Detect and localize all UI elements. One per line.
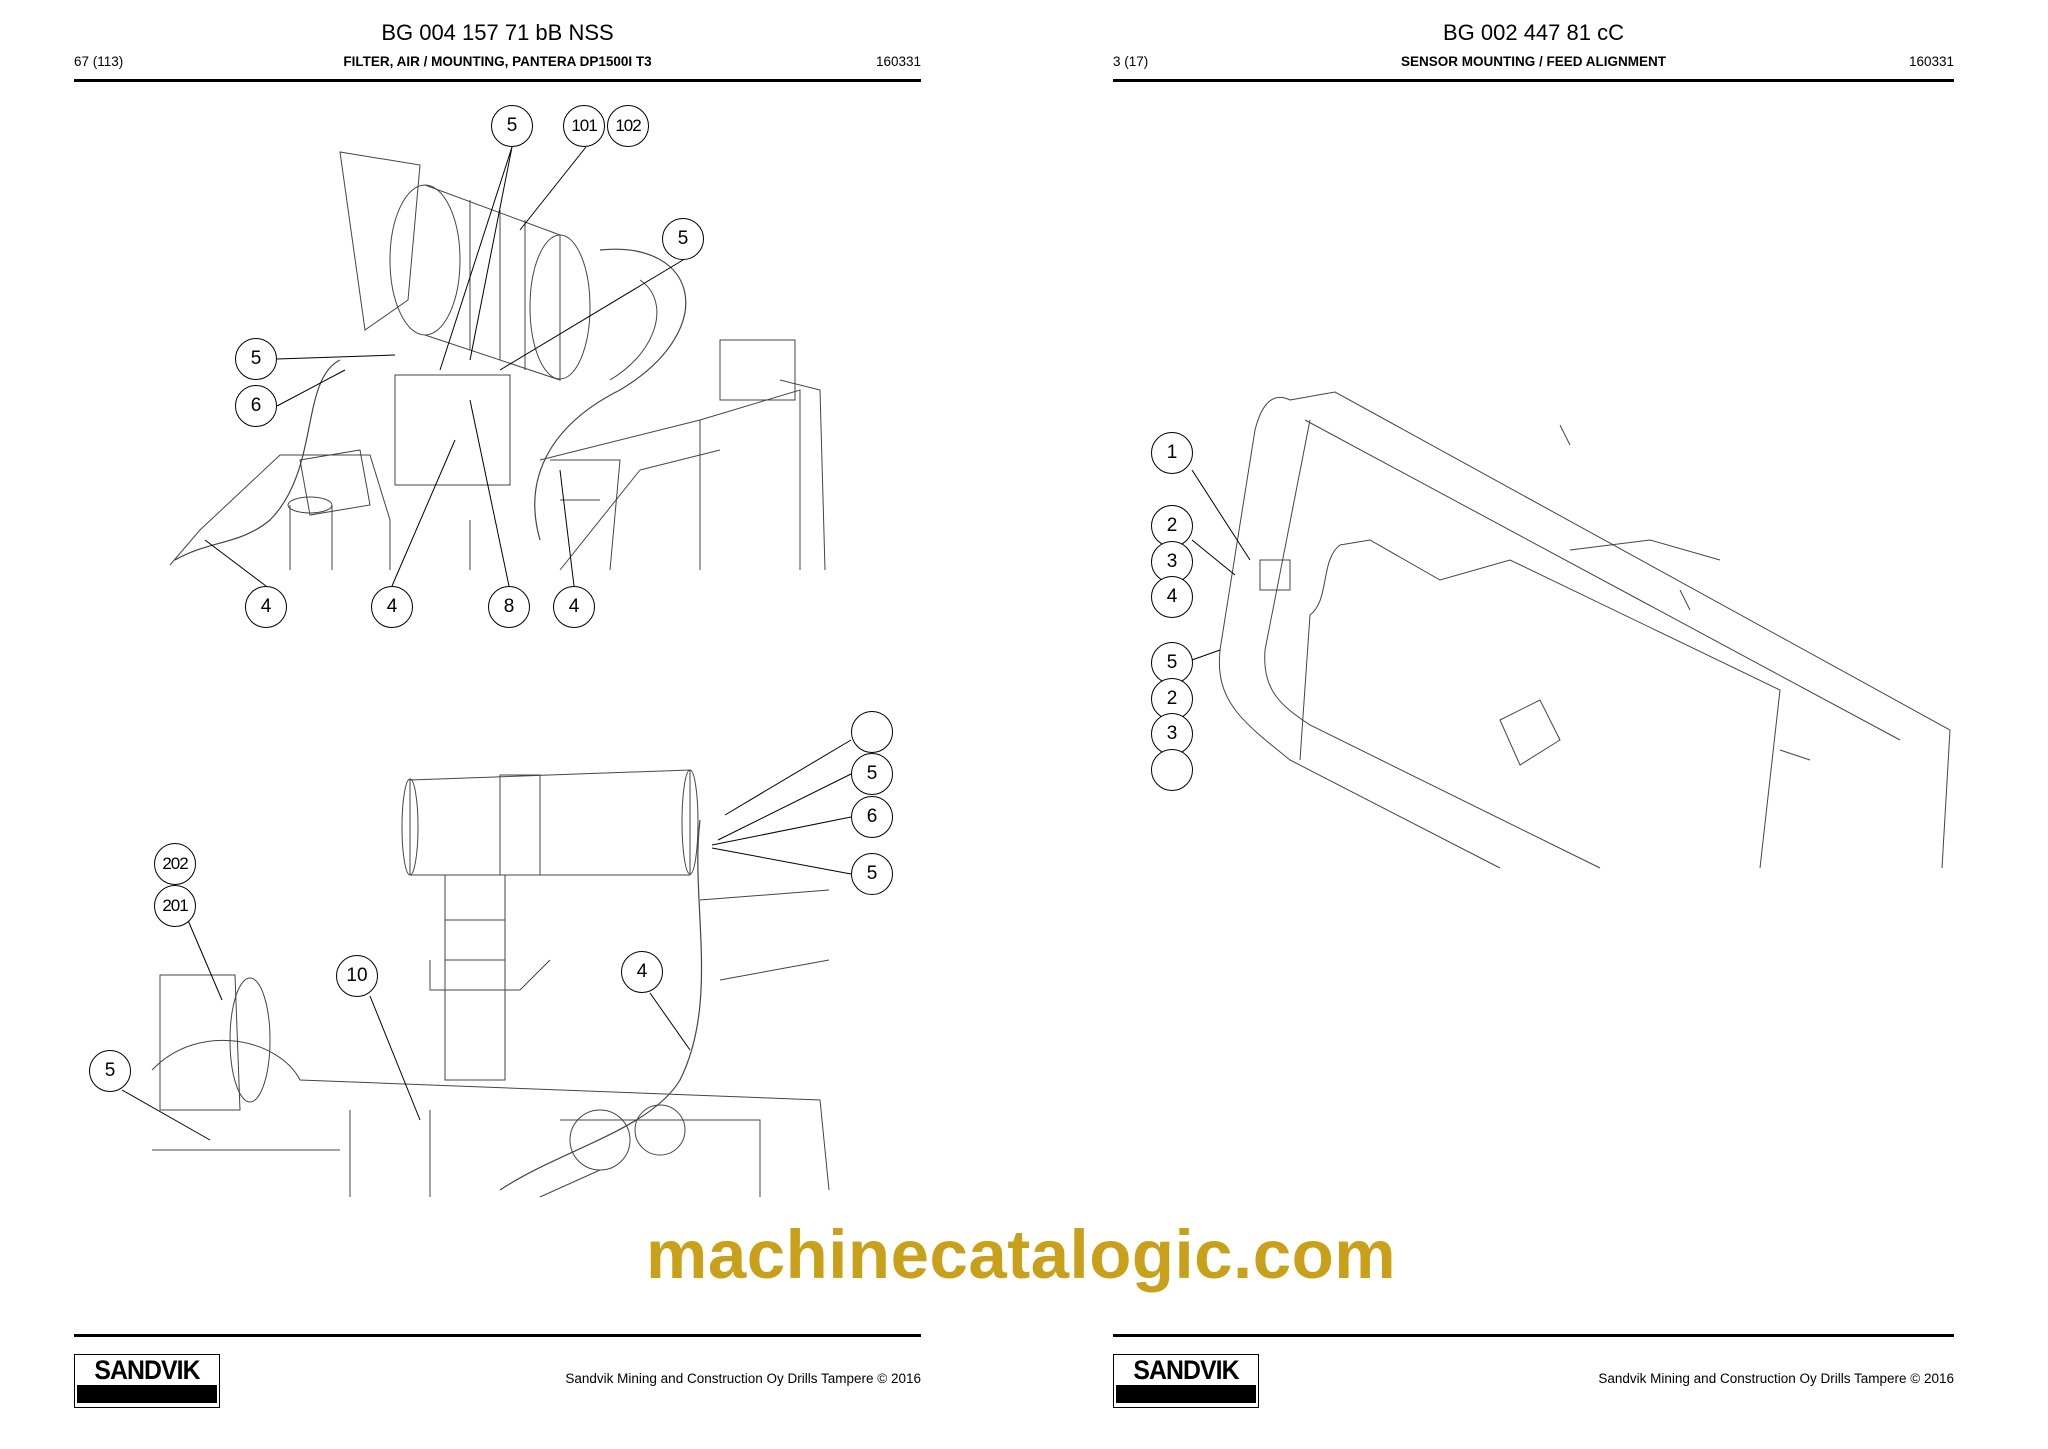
callout: 202 — [154, 843, 196, 885]
leader-lines-top — [204, 146, 684, 587]
page-subheader: 3 (17) SENSOR MOUNTING / FEED ALIGNMENT … — [1113, 54, 1954, 72]
callout: 102 — [607, 105, 649, 147]
callout: 5 — [89, 1050, 131, 1092]
callout: 5 — [235, 338, 277, 380]
callout: 101 — [563, 105, 605, 147]
page-number: 67 (113) — [74, 54, 124, 69]
callout: 6 — [851, 796, 893, 838]
sandvik-logo: SANDVIK — [74, 1354, 220, 1408]
callout: 5 — [491, 105, 533, 147]
page-title: SENSOR MOUNTING / FEED ALIGNMENT — [1400, 54, 1666, 69]
header-rule — [1113, 79, 1954, 82]
left-page: BG 004 157 71 bB NSS 67 (113) FILTER, AI… — [74, 0, 921, 1449]
page-subheader: 67 (113) FILTER, AIR / MOUNTING, PANTERA… — [74, 54, 921, 72]
page-title: FILTER, AIR / MOUNTING, PANTERA DP1500I … — [343, 54, 652, 69]
callout: 8 — [488, 586, 530, 628]
leader-lines-bottom — [121, 739, 852, 1141]
copyright: Sandvik Mining and Construction Oy Drill… — [565, 1371, 921, 1386]
footer-rule — [74, 1334, 921, 1337]
callout: 1 — [1151, 432, 1193, 474]
sandvik-logo: SANDVIK — [1113, 1354, 1259, 1408]
feed-frame-drawing — [1218, 391, 1951, 869]
air-filter-drawing-top — [169, 151, 826, 571]
callout: 4 — [371, 586, 413, 628]
callout: 5 — [851, 853, 893, 895]
callout: 5 — [1151, 642, 1193, 684]
date-code: 160331 — [875, 54, 921, 69]
callout: 6 — [235, 385, 277, 427]
callout — [1151, 749, 1193, 791]
right-page: BG 002 447 81 cC 3 (17) SENSOR MOUNTING … — [1113, 0, 1954, 1449]
callout: 4 — [553, 586, 595, 628]
page-number: 3 (17) — [1113, 54, 1149, 69]
callout: 4 — [245, 586, 287, 628]
callout: 201 — [154, 885, 196, 927]
callout: 4 — [1151, 576, 1193, 618]
callout: 10 — [336, 955, 378, 997]
footer-rule — [1113, 1334, 1954, 1337]
header-rule — [74, 79, 921, 82]
date-code: 160331 — [1908, 54, 1954, 69]
intake-piping-drawing-bottom — [151, 769, 830, 1198]
copyright: Sandvik Mining and Construction Oy Drill… — [1598, 1371, 1954, 1386]
watermark: machinecatalogic.com — [646, 1216, 1397, 1293]
leader-lines-right — [1191, 469, 1251, 661]
callout — [851, 711, 893, 753]
doc-number: BG 004 157 71 bB NSS — [381, 20, 614, 45]
callout: 5 — [851, 753, 893, 795]
callout: 5 — [662, 218, 704, 260]
callout: 4 — [621, 951, 663, 993]
doc-number: BG 002 447 81 cC — [1442, 20, 1624, 45]
